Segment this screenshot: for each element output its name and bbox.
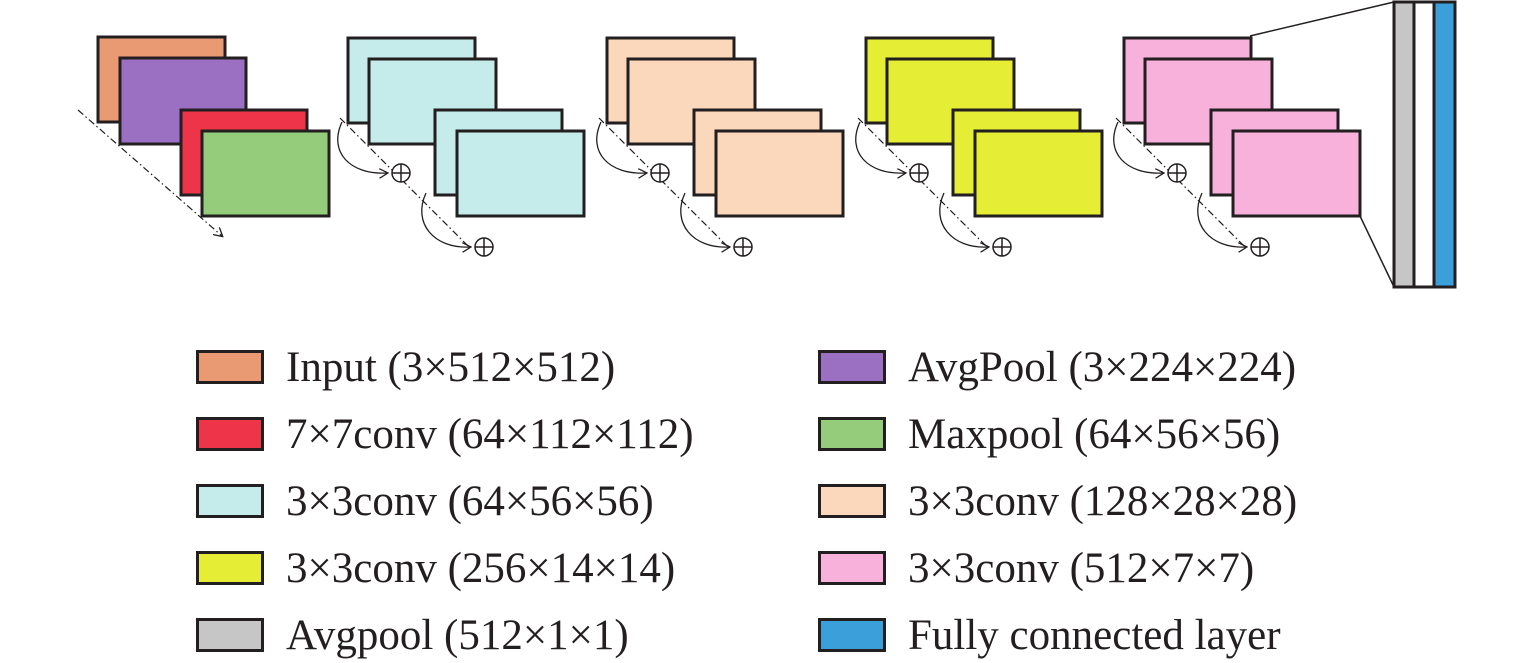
legend-item-left-5: Avgpool (512×1×1)	[196, 610, 629, 660]
legend-label: Input (3×512×512)	[286, 343, 616, 391]
stage-4-block-4	[1231, 129, 1362, 218]
stage-4-block-2	[1143, 57, 1274, 146]
legend-swatch	[818, 350, 886, 384]
maxpool-layer-block	[200, 129, 331, 218]
stage-1-block-4	[455, 129, 586, 218]
legend-swatch	[196, 417, 264, 451]
stage-1-skip-arrow-1	[337, 121, 387, 173]
legend-label: Fully connected layer	[908, 611, 1281, 659]
resnet-architecture-diagram	[77, 0, 1457, 289]
projection-line-top	[1249, 1, 1395, 37]
legend-label: 3×3conv (128×28×28)	[908, 477, 1298, 525]
stage-3-block-2	[885, 57, 1016, 146]
legend-label: Avgpool (512×1×1)	[286, 611, 629, 659]
legend-item-left-1: Input (3×512×512)	[196, 342, 615, 392]
legend-swatch	[818, 417, 886, 451]
legend: Input (3×512×512) 7×7conv (64×112×112) 3×3…	[0, 330, 1535, 663]
stage-3-skip-arrow-1	[855, 121, 905, 173]
stage-2-skip-arrow-2	[680, 192, 729, 247]
legend-item-right-4: 3×3conv (512×7×7)	[818, 543, 1254, 593]
stem-flow-line	[77, 109, 222, 236]
layer-gap	[1412, 0, 1436, 289]
legend-item-left-4: 3×3conv (256×14×14)	[196, 543, 675, 593]
legend-swatch	[196, 551, 264, 585]
stage-1-skip-arrow-2	[421, 192, 470, 247]
legend-item-right-3: 3×3conv (128×28×28)	[818, 476, 1297, 526]
stage-2-block-4	[714, 129, 845, 218]
stage-3-skip-arrow-2	[939, 192, 988, 247]
legend-label: 7×7conv (64×112×112)	[286, 410, 694, 458]
legend-swatch	[818, 618, 886, 652]
legend-label: AvgPool (3×224×224)	[908, 343, 1297, 391]
legend-item-right-1: AvgPool (3×224×224)	[818, 342, 1296, 392]
legend-item-left-3: 3×3conv (64×56×56)	[196, 476, 654, 526]
legend-label: Maxpool (64×56×56)	[908, 410, 1281, 458]
legend-item-left-2: 7×7conv (64×112×112)	[196, 409, 694, 459]
stage-4-skip-arrow-2	[1197, 192, 1246, 247]
legend-swatch	[196, 484, 264, 518]
legend-swatch	[196, 350, 264, 384]
avgpool-output-layer	[1392, 0, 1416, 289]
legend-label: 3×3conv (64×56×56)	[286, 477, 654, 525]
legend-label: 3×3conv (512×7×7)	[908, 544, 1255, 592]
stage-2-skip-arrow-1	[596, 121, 646, 173]
fully-connected-layer	[1432, 0, 1457, 289]
legend-item-right-5: Fully connected layer	[818, 610, 1281, 660]
projection-line-bottom	[1359, 215, 1395, 288]
legend-swatch	[818, 484, 886, 518]
legend-item-right-2: Maxpool (64×56×56)	[818, 409, 1280, 459]
legend-swatch	[818, 551, 886, 585]
legend-label: 3×3conv (256×14×14)	[286, 544, 676, 592]
legend-swatch	[196, 618, 264, 652]
stage-4-skip-arrow-1	[1113, 121, 1163, 173]
stage-3-block-4	[973, 129, 1104, 218]
